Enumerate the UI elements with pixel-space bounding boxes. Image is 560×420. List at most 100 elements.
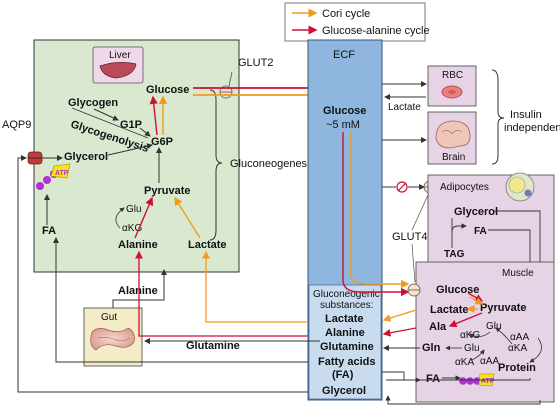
arrow-ecf-fa-muscle [382, 371, 421, 383]
muscle-atp-icon: ATP [459, 373, 495, 387]
arrow-ecf-lactate-liver [202, 250, 308, 323]
insulin-label-2: independent [504, 122, 560, 134]
gut-organ-icon [90, 327, 135, 351]
muscle-aaa: αAA [510, 332, 529, 343]
brain-organ-icon [435, 120, 471, 149]
ecf-fatty-acids: Fatty acids [318, 356, 375, 368]
arrow-muscle-glucose-pyruvate-orange [469, 296, 484, 305]
gut-alanine-label: Alanine [118, 285, 158, 297]
arrow-g1p-g6p [139, 127, 151, 137]
liver-glycogen: Glycogen [68, 97, 118, 109]
muscle-gln: Gln [422, 342, 441, 354]
arrow-alanine-pyruvate [134, 196, 154, 239]
arrow-adipo-glycerol-ecf [385, 395, 541, 405]
ecf-gluconeogenic-panel [308, 284, 382, 400]
adipocytes-title: Adipocytes [440, 182, 489, 193]
adipocyte-lipid-icon [508, 176, 526, 194]
arrow-glycerol-g6p [107, 143, 153, 156]
arrow-aka-glu [471, 349, 485, 361]
glutamine-label: Glutamine [186, 340, 240, 352]
muscle-aaa2: αAA [480, 356, 499, 367]
muscle-lactate: Lactate [430, 304, 469, 316]
muscle-akg: αKG [460, 330, 480, 341]
arrow-glycogen-g1p [93, 108, 119, 121]
liver-g1p: G1P [120, 119, 142, 131]
arrow-akg-glu [115, 207, 125, 229]
muscle-title: Muscle [502, 268, 534, 279]
arrow-ecf-glucose-muscle-red [342, 279, 410, 297]
liver-g6p: G6P [151, 136, 173, 148]
liver-atp-label: ATP [55, 170, 69, 177]
liver-lactate: Lactate [188, 239, 227, 251]
liver-glucose: Glucose [146, 84, 189, 96]
muscle-glu: Glu [486, 321, 502, 332]
insulin-independent-brace [491, 69, 505, 165]
ecf-fa: (FA) [332, 369, 354, 381]
muscle-atp-label: ATP [481, 378, 495, 385]
brain-title: Brain [442, 152, 465, 163]
liver-atp-icon: ATP [36, 163, 71, 190]
arrow-muscle-ala-ecf [382, 327, 417, 337]
legend-glucose-alanine-label: Glucose-alanine cycle [322, 25, 430, 37]
arrow-aaa-glu [495, 327, 513, 345]
gut-fold-icon [97, 337, 131, 341]
legend-box [284, 2, 426, 42]
arrow-protein-aaa [529, 337, 542, 363]
arrow-glu-akg [469, 331, 491, 339]
muscle-pyruvate: Pyruvate [480, 302, 526, 314]
legend-cori-label: Cori cycle [322, 8, 370, 20]
muscle-aka2: αKA [455, 357, 474, 368]
adipo-tag: TAG [444, 249, 465, 260]
glut4-label: GLUT4 [392, 231, 427, 243]
blocked-icon-slash [397, 182, 407, 192]
muscle-glu2: Glu [464, 343, 480, 354]
rbc-title: RBC [442, 70, 463, 81]
arrow-lactate-pyruvate [174, 196, 201, 239]
ecf-glutamine: Glutamine [320, 341, 374, 353]
liver-title: Liver [109, 50, 131, 61]
rbc-lactate-label: Lactate [388, 102, 421, 113]
aqp9-label: AQP9 [2, 119, 31, 131]
arrow-pyruvate-ala [448, 312, 483, 328]
glut4-pointer-adipo [411, 194, 429, 231]
gut-title: Gut [101, 312, 117, 323]
liver-alanine: Alanine [118, 239, 158, 251]
ecf-lactate: Lactate [325, 313, 364, 325]
muscle-ala: Ala [429, 321, 447, 333]
arrow-muscle-lactate-ecf [382, 309, 417, 322]
muscle-aka: αKA [508, 343, 527, 354]
arrow-ecf-fa-liver [53, 237, 308, 363]
liver-glu: Glu [126, 204, 142, 215]
ecf-gluconeogenic-1: Gluconeogenic [313, 289, 380, 300]
insulin-label-1: Insulin [510, 109, 542, 121]
ecf-glucose-conc: ~5 mM [326, 119, 360, 131]
adipo-fa: FA [474, 226, 487, 237]
glut2-label: GLUT2 [238, 57, 273, 69]
legend: Cori cycle Glucose-alanine cycle [284, 2, 430, 42]
gluconeogenesis-label: Gluconeogenesis [230, 158, 316, 170]
rbc-cell-center [448, 89, 456, 95]
liver-fa: FA [42, 225, 56, 237]
liver-pyruvate: Pyruvate [144, 185, 190, 197]
ecf-title: ECF [333, 49, 355, 61]
liver-organ-icon [99, 62, 137, 79]
glut2-pointer [228, 71, 233, 87]
muscle-protein: Protein [498, 362, 536, 374]
liver-akg: αKG [122, 223, 142, 234]
arrow-ecf-glucose-muscle-orange [350, 274, 410, 289]
arrow-ecf-glycerol-liver [17, 155, 308, 393]
arrow-glycogenolysis-line [71, 107, 149, 139]
ecf-gluconeogenic-2: substances: [320, 300, 373, 311]
ecf-alanine: Alanine [325, 327, 365, 339]
adipo-fa-to-ecf [386, 378, 531, 381]
adipo-glycerol: Glycerol [454, 206, 498, 218]
arrow-ecf-alanine-liver [135, 250, 308, 337]
liver-glycerol: Glycerol [64, 151, 108, 163]
brain-fold-icon [441, 130, 463, 135]
glut4-pointer-muscle [411, 243, 416, 283]
ecf-glucose: Glucose [323, 105, 366, 117]
adipocyte-nucleus-icon [524, 189, 532, 197]
arrow-g6p-glucose-red [149, 95, 158, 136]
